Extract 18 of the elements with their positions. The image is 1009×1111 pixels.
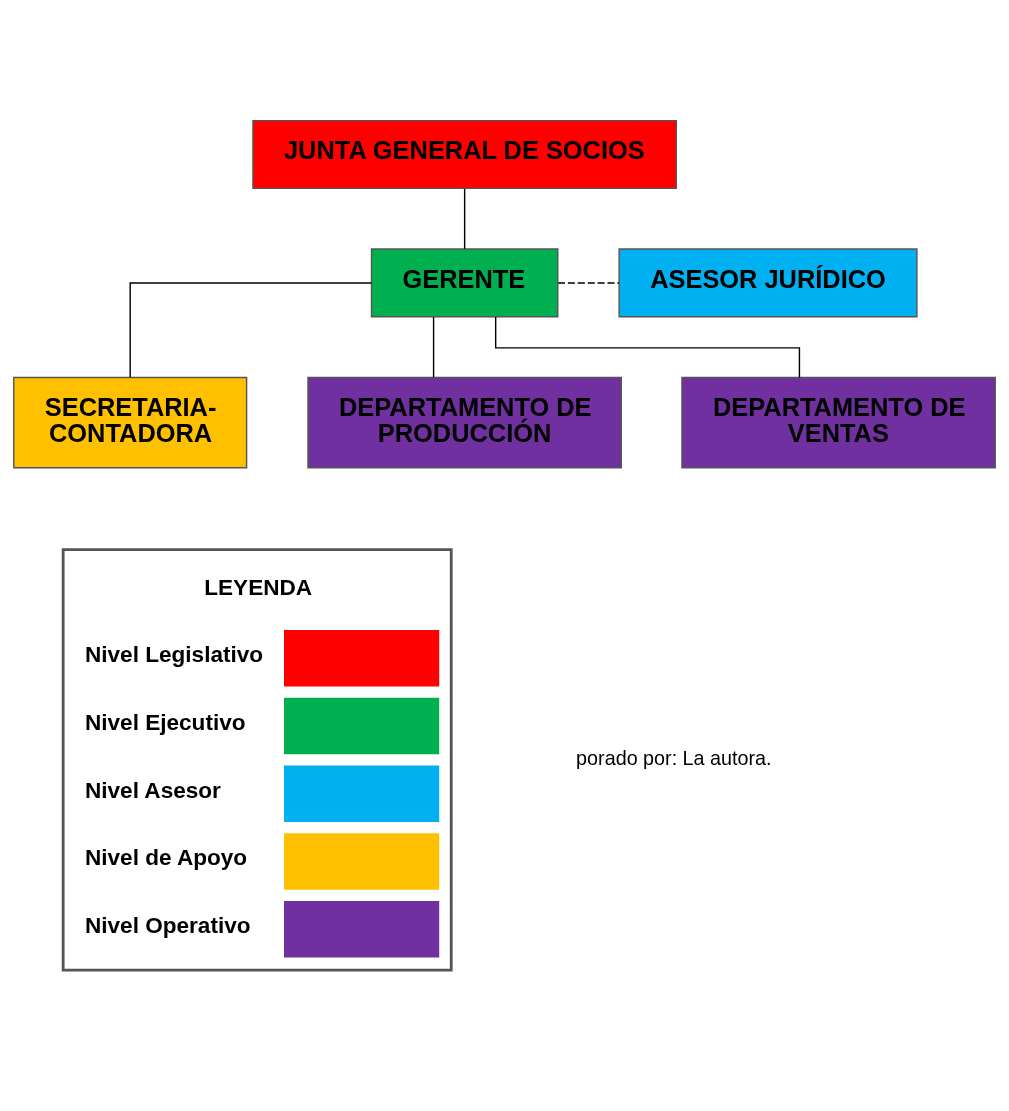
label: LEYENDA — [204, 574, 313, 600]
connector — [129, 281, 373, 378]
legend-label: Nivel de Apoyo — [85, 844, 248, 870]
label: porado por: La autora. — [576, 746, 772, 769]
node-box: DEPARTAMENTO DE PRODUCCIÓN — [307, 376, 622, 468]
connector — [494, 315, 801, 378]
node-box: GERENTE — [370, 247, 559, 317]
legend-label: Nivel Ejecutivo — [85, 709, 246, 735]
node-box: DEPARTAMENTO DE VENTAS — [681, 376, 996, 468]
legend-label: Nivel Legislativo — [85, 641, 264, 667]
connector — [432, 315, 435, 378]
node-box: ASESOR JURÍDICO — [618, 247, 918, 317]
connector — [463, 187, 466, 250]
node-box: SECRETARIA- CONTADORA — [13, 376, 248, 468]
legend-label: Nivel Operativo — [85, 912, 251, 938]
connector — [557, 281, 620, 284]
legend-label: Nivel Asesor — [85, 777, 221, 803]
node-box: JUNTA GENERAL DE SOCIOS — [252, 119, 677, 189]
